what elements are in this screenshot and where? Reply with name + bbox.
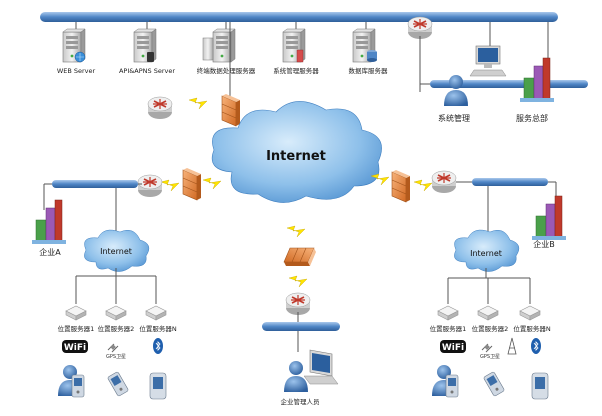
enterprise-a-pda-icon (149, 372, 167, 400)
enterprise-a-handheld-icon (106, 370, 130, 398)
hq-building-icon (519, 57, 555, 103)
enterprise-b-pos-server-2-icon (477, 305, 499, 321)
enterprise-a-pos-server-1-icon (65, 305, 87, 321)
admin-computer-icon (469, 45, 507, 77)
internet-left-label: Internet (100, 247, 132, 256)
enterprise-b-wifi-icon: WiFi (440, 340, 466, 353)
top-backbone-bar (40, 12, 558, 22)
bolt-icon (288, 275, 308, 288)
enterprise-a-gps-label: GPS卫星 (106, 354, 126, 360)
manager-label: 企业管理人员 (281, 397, 321, 406)
enterprise-a-bar (52, 180, 138, 188)
enterprise-b-pos-server-1-label: 位置服务器1 (430, 324, 467, 333)
bottom-firewall-icon (283, 247, 317, 267)
admin-person-icon (444, 75, 468, 106)
left-firewall-icon (182, 167, 202, 201)
enterprise-b-pos-server-2-label: 位置服务器2 (472, 324, 509, 333)
internet-main-label: Internet (266, 149, 326, 164)
internet-cloud-main (211, 101, 382, 203)
enterprise-b-building-icon (531, 195, 567, 241)
api-server-icon (133, 28, 157, 63)
internet-right-label: Internet (470, 249, 502, 258)
left-router-icon (137, 174, 163, 198)
enterprise-a-phone-icon (71, 374, 85, 398)
enterprise-a-pos-server-2-icon (105, 305, 127, 321)
database-server-icon (352, 28, 377, 63)
hq-label: 服务总部 (516, 113, 548, 123)
web-server-icon (62, 28, 86, 63)
enterprise-b-gps-label: GPS卫星 (480, 354, 500, 360)
enterprise-b-phone-icon (445, 374, 459, 398)
admin-label: 系统管理 (438, 113, 470, 123)
bolt-icon (160, 179, 180, 192)
sysmgmt-server-icon (282, 28, 306, 63)
web-server-label: WEB Server (57, 67, 96, 75)
upper-firewall-icon (221, 93, 241, 127)
manager-laptop-icon (303, 349, 339, 385)
enterprise-a-pos-server-n-label: 位置服务器N (139, 324, 177, 333)
enterprise-b-label: 企业B (533, 239, 555, 249)
enterprise-a-pos-server-2-label: 位置服务器2 (98, 324, 135, 333)
internet-cloud-left (84, 229, 150, 272)
bolt-icon (413, 179, 433, 192)
bottom-router-icon (285, 292, 311, 316)
enterprise-a-wifi-icon: WiFi (62, 340, 88, 353)
bolt-icon (188, 97, 208, 110)
bolt-icon (286, 225, 306, 238)
enterprise-a-wifi-label: WiFi (64, 343, 86, 353)
enterprise-b-wifi-label: WiFi (442, 343, 464, 353)
sysmgmt-server-label: 系统管理服务器 (273, 66, 319, 75)
internet-cloud-right (454, 229, 520, 272)
enterprise-b-pos-server-n-icon (519, 305, 541, 321)
enterprise-b-handheld-icon (482, 370, 506, 398)
enterprise-a-label: 企业A (39, 247, 61, 257)
enterprise-b-pos-server-1-icon (437, 305, 459, 321)
enterprise-b-antenna-icon (507, 337, 517, 355)
right-router-icon (431, 170, 457, 194)
enterprise-a-bluetooth-icon (153, 338, 163, 354)
terminal-server-label: 终端数据处理服务器 (197, 66, 256, 75)
api-server-label: API&APNS Server (119, 67, 175, 75)
enterprise-b-gps-icon: GPS卫星 (480, 343, 500, 360)
right-firewall-icon (391, 169, 411, 203)
bolt-icon (202, 177, 222, 190)
terminal-server-icon (202, 28, 236, 63)
enterprise-b-bluetooth-icon (531, 338, 541, 354)
hq-router-icon (407, 16, 433, 40)
enterprise-b-pda-icon (531, 372, 549, 400)
enterprise-b-pos-server-n-label: 位置服务器N (513, 324, 551, 333)
enterprise-a-building-icon (31, 199, 67, 245)
enterprise-a-pos-server-n-icon (145, 305, 167, 321)
enterprise-a-pos-server-1-label: 位置服务器1 (58, 324, 95, 333)
upper-left-router-icon (147, 96, 173, 120)
manager-bar (262, 322, 340, 331)
enterprise-a-gps-icon: GPS卫星 (106, 343, 126, 360)
database-server-label: 数据库服务器 (349, 66, 389, 75)
enterprise-b-bar (472, 178, 548, 186)
